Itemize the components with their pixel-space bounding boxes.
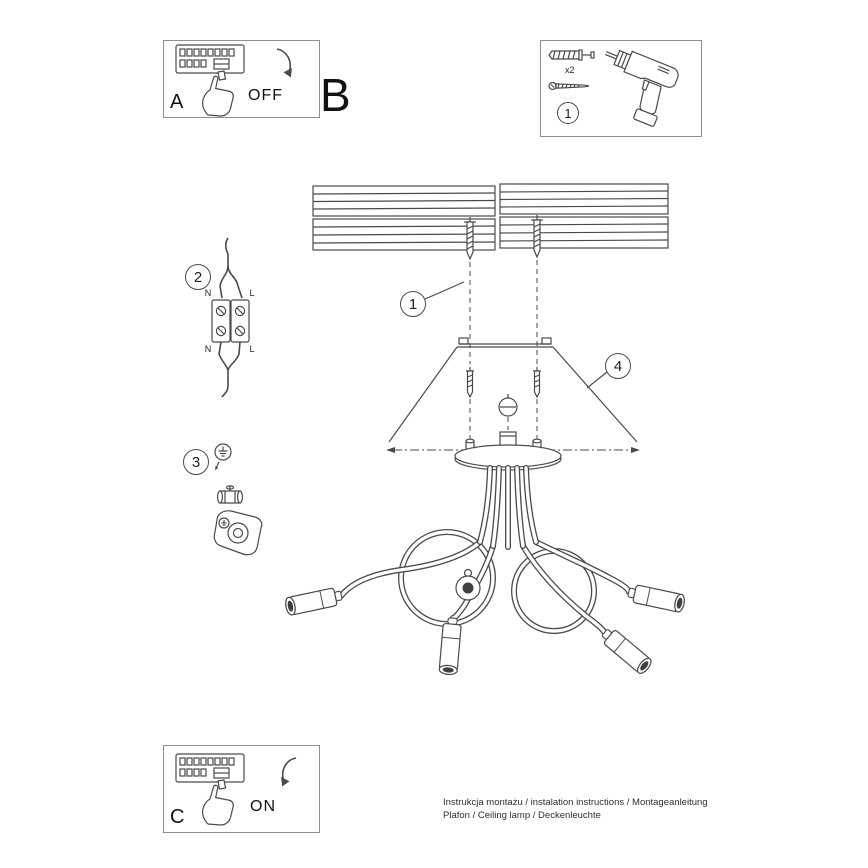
footer-line-2: Plafon / Ceiling lamp / Deckenleuchte	[443, 810, 601, 821]
center-socket-icon	[455, 568, 481, 601]
cable-clamp-icon	[216, 485, 244, 504]
step-3-badge: 3	[183, 449, 209, 475]
terminal-block-icon	[211, 299, 250, 343]
panel-a-label: A	[170, 91, 184, 113]
mounting-bracket-icon	[213, 510, 263, 556]
section-b-label: B	[320, 69, 351, 121]
wire-top	[219, 237, 243, 299]
on-label: ON	[250, 798, 276, 815]
canopy	[388, 337, 638, 443]
callout-1-leader	[424, 281, 465, 300]
fuse-box-on-illustration	[175, 753, 297, 826]
step-2-badge: 2	[185, 264, 211, 290]
socket-bottom-right-icon	[598, 624, 655, 677]
fuse-box-off-illustration	[175, 44, 292, 117]
callout-4-leader	[586, 371, 608, 389]
drill-icon	[604, 49, 679, 127]
fuse-box-icon	[175, 44, 245, 81]
ground-symbol-icon	[214, 443, 232, 470]
panel-power-on: ON C	[163, 745, 320, 833]
canopy-screw-left	[466, 367, 474, 399]
terminal-l-top-label: L	[249, 288, 254, 298]
footer-line-1: Instrukcja montażu / instalation instruc…	[443, 797, 708, 808]
chandelier	[283, 465, 687, 677]
ground-terminal-symbol	[498, 394, 518, 417]
assembly-diagram	[283, 183, 687, 677]
mounting-screw-right	[531, 215, 543, 259]
pointing-hand-icon	[202, 75, 234, 117]
step-1-badge: 1	[557, 102, 579, 124]
terminal-n-top-label: N	[205, 288, 212, 298]
off-label: OFF	[248, 87, 283, 104]
tools-illustration	[548, 49, 679, 127]
breaker-lever	[217, 779, 227, 790]
mounting-plate	[454, 431, 562, 471]
wire-bottom	[218, 341, 241, 398]
socket-right-icon	[626, 582, 687, 614]
wall-plug-icon	[548, 49, 595, 61]
breaker-lever	[217, 70, 227, 81]
canopy-screw-right	[533, 367, 541, 399]
pointing-hand-icon	[202, 784, 234, 826]
terminal-l-bottom-label: L	[249, 344, 254, 354]
terminal-n-bottom-label: N	[205, 344, 212, 354]
ceiling-planks	[312, 183, 669, 251]
footer-text: Instrukcja montażu / instalation instruc…	[443, 796, 708, 822]
bracket-illustration	[213, 443, 263, 556]
terminal-block-illustration: N L N L	[205, 237, 255, 398]
rotate-arrow-icon	[276, 48, 292, 78]
panel-c-label: C	[170, 806, 185, 828]
fuse-box-icon	[175, 753, 245, 790]
rotate-arrow-icon	[281, 757, 297, 787]
mounting-screw-left	[464, 217, 476, 261]
screw-icon	[548, 81, 590, 91]
quantity-label: x2	[565, 65, 575, 75]
canopy-callout-badge: 4	[605, 353, 631, 379]
tools-panel: x2 1	[540, 40, 702, 137]
panel-power-off: OFF A	[163, 40, 320, 118]
screw-callout-badge: 1	[400, 291, 426, 317]
socket-left-icon	[283, 585, 344, 617]
